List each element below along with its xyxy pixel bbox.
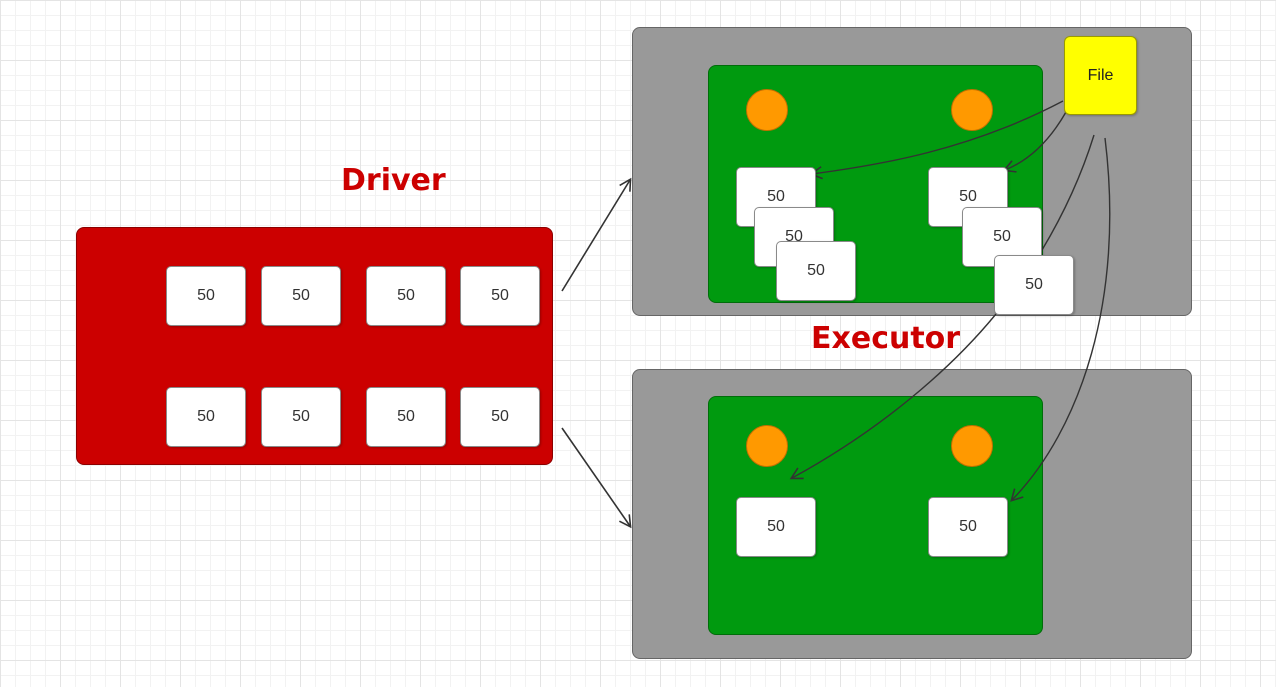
driver-task: 50 [366, 266, 446, 326]
executor-2-slot [951, 425, 993, 467]
executor-2-task: 50 [928, 497, 1008, 557]
executor-1-task: 50 [776, 241, 856, 301]
executor-2-slot [746, 425, 788, 467]
file-node: File [1064, 36, 1137, 115]
driver-to-executor-1-arrow [561, 177, 632, 292]
driver-task: 50 [460, 266, 540, 326]
driver-to-executor-2-arrow [561, 427, 632, 529]
driver-task: 50 [460, 387, 540, 447]
driver-task: 50 [166, 387, 246, 447]
driver-label: Driver [341, 163, 446, 198]
executor-1-slot [951, 89, 993, 131]
driver-task: 50 [166, 266, 246, 326]
executor-1-slot [746, 89, 788, 131]
executor-1-task: 50 [994, 255, 1074, 315]
driver-task: 50 [261, 266, 341, 326]
executor-2-task: 50 [736, 497, 816, 557]
driver-task: 50 [366, 387, 446, 447]
driver-task: 50 [261, 387, 341, 447]
executor-label: Executor [811, 321, 961, 356]
